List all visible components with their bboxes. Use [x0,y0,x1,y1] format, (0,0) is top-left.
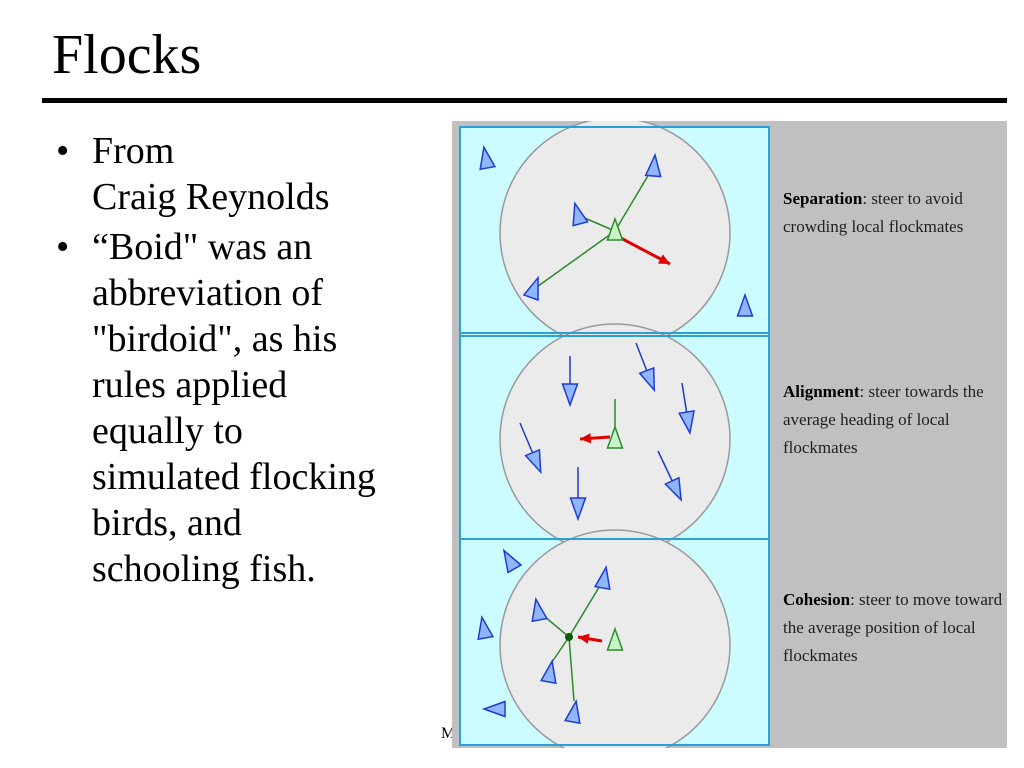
caption-term: Alignment [783,382,860,401]
boid [569,497,587,522]
boid [531,596,549,623]
focal-boid [606,626,624,651]
bullet-line: “Boid" was an [92,226,313,268]
center-of-mass [565,633,573,641]
boid [561,383,579,408]
boids-figure: Separation: steer to avoid crowding loca… [452,121,1007,748]
bullet-list: • From Craig Reynolds • “Boid" was an ab… [52,128,442,596]
boids-diagram [459,121,770,748]
bullet-line: Craig Reynolds [92,176,330,218]
panel-border [459,538,770,746]
bullet-line: simulated flocking [92,456,376,498]
title-divider [42,98,1007,103]
caption-separation: Separation: steer to avoid crowding loca… [783,185,1003,241]
boid [481,700,506,718]
bullet-line: schooling fish. [92,548,316,590]
boid [477,614,495,641]
caption-desc: : steer to avoid crowding local flockmat… [783,189,964,236]
caption-alignment: Alignment: steer towards the average hea… [783,378,1003,462]
steer-arrowhead [658,254,670,264]
panel-border [459,126,770,337]
bullet-line: equally to [92,410,243,452]
bullet-marker: • [56,226,70,268]
neighbor-line [568,578,605,638]
neighbor-line [568,636,575,702]
boid [638,366,656,393]
neighbor-line [533,230,616,290]
boid [563,698,581,725]
boid [572,201,589,227]
caption-cohesion: Cohesion: steer to move toward the avera… [783,586,1003,670]
boid [539,658,557,685]
boid [664,476,683,502]
slide-footer: M [441,725,456,742]
bullet-line: "birdoid", as his [92,318,338,360]
boid [522,275,539,302]
boid [736,292,754,317]
caption-desc: : steer to move toward the average posit… [783,590,1003,665]
boid [678,409,695,436]
bullet-line: abbreviation of [92,272,324,314]
bullet-marker: • [56,130,70,172]
caption-desc: : steer towards the average heading of l… [783,382,984,457]
bullet-line: rules applied [92,364,288,406]
slide-title: Flocks [52,24,202,86]
bullet-line: birds, and [92,502,242,544]
caption-term: Cohesion [783,590,851,609]
boid [524,448,542,475]
boid [593,564,611,591]
boid [479,144,497,171]
bullet-item: • “Boid" was an abbreviation of "birdoid… [52,224,442,592]
steer-arrowhead [578,633,590,644]
neighbor-line [614,168,653,232]
focal-boid [606,424,624,449]
steer-arrowhead [580,433,592,444]
bullet-line: From [92,130,175,172]
caption-term: Separation [783,189,863,208]
neighbor-line [549,636,570,666]
boid [502,548,523,574]
boid [644,152,662,178]
focal-boid [606,216,624,241]
bullet-item: • From Craig Reynolds [52,128,442,220]
